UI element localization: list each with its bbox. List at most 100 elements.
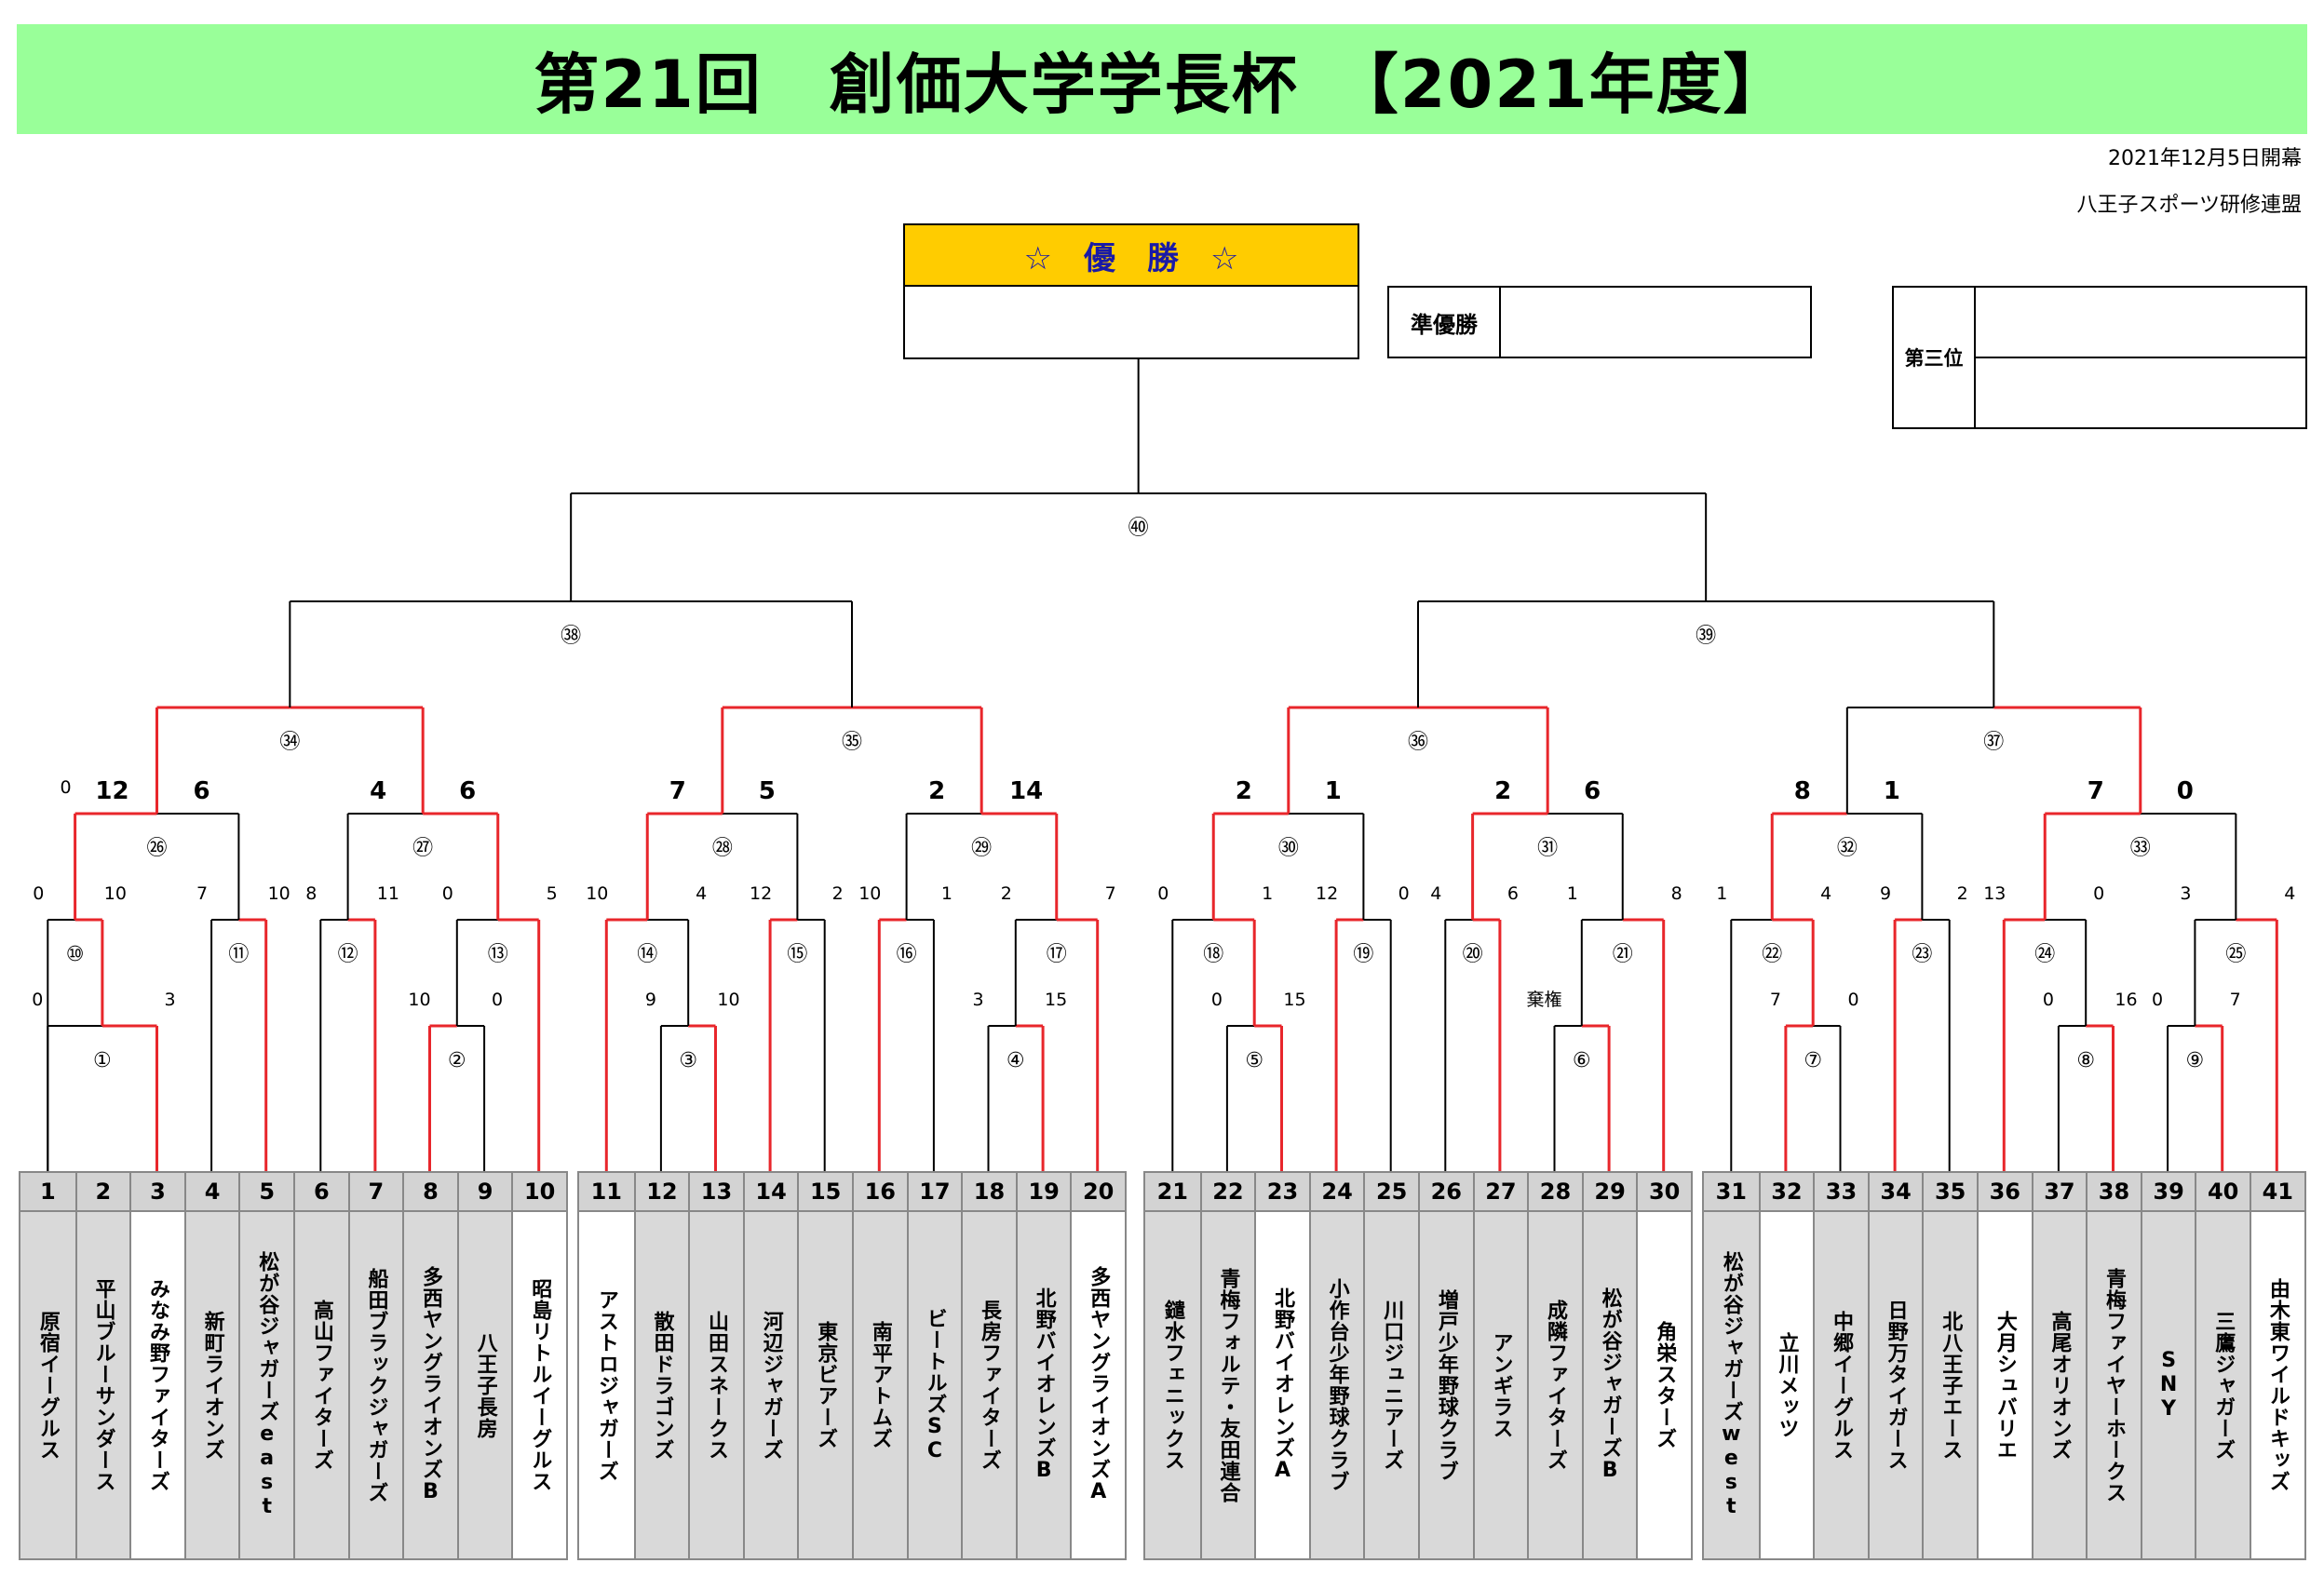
team-name: 三鷹ジャガーズ xyxy=(2211,1310,2236,1461)
team-name-cell: 昭島リトルイーグルス xyxy=(513,1212,566,1558)
team-name: 南平アトムズ xyxy=(868,1321,892,1449)
score-left: 0 xyxy=(442,883,453,904)
match-number: ㊴ xyxy=(1696,625,1716,648)
team-name: 八王子長房 xyxy=(473,1331,497,1439)
score-right: 2 xyxy=(1957,883,1968,904)
team-number: 23 xyxy=(1256,1173,1309,1212)
team-name: 川口ジュニアーズ xyxy=(1380,1300,1404,1471)
team-number: 19 xyxy=(1017,1173,1071,1212)
team-number: 20 xyxy=(1072,1173,1125,1212)
team-cell: 10 昭島リトルイーグルス xyxy=(511,1173,566,1558)
team-name-cell: アストロジャガーズ xyxy=(579,1212,634,1558)
score-left: 12 xyxy=(1316,883,1338,904)
score-left: 8 xyxy=(305,883,317,904)
match-number: ㉗ xyxy=(412,837,433,860)
score-right: 4 xyxy=(2284,883,2295,904)
team-number: 3 xyxy=(131,1173,184,1212)
team-name-cell: 小作台少年野球クラブ xyxy=(1310,1212,1364,1558)
match-number: ⑯ xyxy=(897,943,917,966)
team-name: 昭島リトルイーグルス xyxy=(528,1278,552,1492)
team-number: 2 xyxy=(76,1173,130,1212)
team-number: 34 xyxy=(1869,1173,1923,1212)
team-cell: 23 北野バイオレンズA xyxy=(1254,1173,1309,1558)
team-number: 38 xyxy=(2088,1173,2141,1212)
team-name: 新町ライオンズ xyxy=(200,1310,224,1461)
score-left: 3 xyxy=(2180,883,2191,904)
team-number: 10 xyxy=(513,1173,566,1212)
score-left: 13 xyxy=(1983,883,2006,904)
team-name: 北野バイオレンズA xyxy=(1271,1287,1295,1483)
team-name: 高山ファイターズ xyxy=(309,1300,333,1471)
team-name-cell: 河辺ジャガーズ xyxy=(744,1212,798,1558)
team-number: 1 xyxy=(20,1173,75,1212)
score-right: 10 xyxy=(717,990,739,1010)
score-right: 11 xyxy=(377,883,399,904)
team-name: 青梅フォルテ・友田連合 xyxy=(1216,1267,1240,1503)
score-right: 1 xyxy=(941,883,953,904)
semi-score-left: 8 xyxy=(1794,777,1811,805)
score-left: 9 xyxy=(645,990,656,1010)
team-name: アストロジャガーズ xyxy=(594,1288,618,1482)
team-number: 7 xyxy=(349,1173,403,1212)
team-number: 29 xyxy=(1583,1173,1637,1212)
third-place-label: 第三位 xyxy=(1894,288,1976,427)
semi-score-right: 6 xyxy=(459,777,476,805)
team-name-cell: 松が谷ジャガーズB xyxy=(1583,1212,1637,1558)
score-right: 10 xyxy=(104,883,127,904)
match-number: ⑩ xyxy=(66,943,85,966)
team-name: 鑓水フェニックス xyxy=(1160,1300,1184,1471)
score-right: 3 xyxy=(164,990,175,1010)
score-right: 4 xyxy=(1820,883,1831,904)
match-number: ㊲ xyxy=(1983,731,2004,754)
team-number: 40 xyxy=(2196,1173,2250,1212)
team-name-cell: 由木東ワイルドキッズ xyxy=(2251,1212,2304,1558)
team-number: 22 xyxy=(1201,1173,1255,1212)
team-name-cell: 大月シュバリエ xyxy=(1979,1212,2032,1558)
team-name: 立川メッツ xyxy=(1775,1331,1799,1439)
team-name-cell: 南平アトムズ xyxy=(854,1212,907,1558)
team-number: 6 xyxy=(295,1173,348,1212)
team-number: 8 xyxy=(404,1173,457,1212)
semi-score-left: 2 xyxy=(928,777,945,805)
match-number: ㉚ xyxy=(1278,837,1299,860)
match-number: ⑬ xyxy=(488,943,508,966)
team-name-cell: 長房ファイターズ xyxy=(963,1212,1016,1558)
match-number: ㉒ xyxy=(1762,943,1782,966)
team-name-cell: 増戸少年野球クラブ xyxy=(1420,1212,1473,1558)
runner-up-box: 準優勝 xyxy=(1387,286,1812,358)
team-name-cell: 鑓水フェニックス xyxy=(1145,1212,1200,1558)
match-number: ㉝ xyxy=(2130,837,2151,860)
team-name-cell: 八王子長房 xyxy=(458,1212,512,1558)
match-number: ⑱ xyxy=(1203,943,1223,966)
team-name: ビートルズSC xyxy=(923,1307,947,1463)
match-number: ㉜ xyxy=(1837,837,1858,860)
team-name-cell: 原宿イーグルス xyxy=(20,1212,75,1558)
team-name-cell: 北野バイオレンズB xyxy=(1017,1212,1071,1558)
team-name: 河辺ジャガーズ xyxy=(759,1310,783,1461)
title-bar: 第21回 創価大学学長杯 【2021年度】 xyxy=(17,24,2307,134)
team-name: 由木東ワイルドキッズ xyxy=(2265,1278,2290,1492)
match-number: ㉛ xyxy=(1537,837,1558,860)
team-cell: 6 高山ファイターズ xyxy=(293,1173,348,1558)
team-name: 高尾オリオンズ xyxy=(2047,1310,2072,1461)
score-left: 10 xyxy=(858,883,881,904)
semi-score-right: 1 xyxy=(1884,777,1900,805)
match-number: ㊱ xyxy=(1408,731,1428,754)
team-name-cell: 三鷹ジャガーズ xyxy=(2196,1212,2250,1558)
team-name: 青梅ファイヤーホークス xyxy=(2102,1267,2127,1503)
team-name-cell: 多西ヤングライオンズB xyxy=(404,1212,457,1558)
team-cell: 40 三鷹ジャガーズ xyxy=(2195,1173,2250,1558)
team-name-cell: 高山ファイターズ xyxy=(295,1212,348,1558)
match-number: ⑪ xyxy=(228,943,249,966)
semi-score-left: 2 xyxy=(1494,777,1511,805)
